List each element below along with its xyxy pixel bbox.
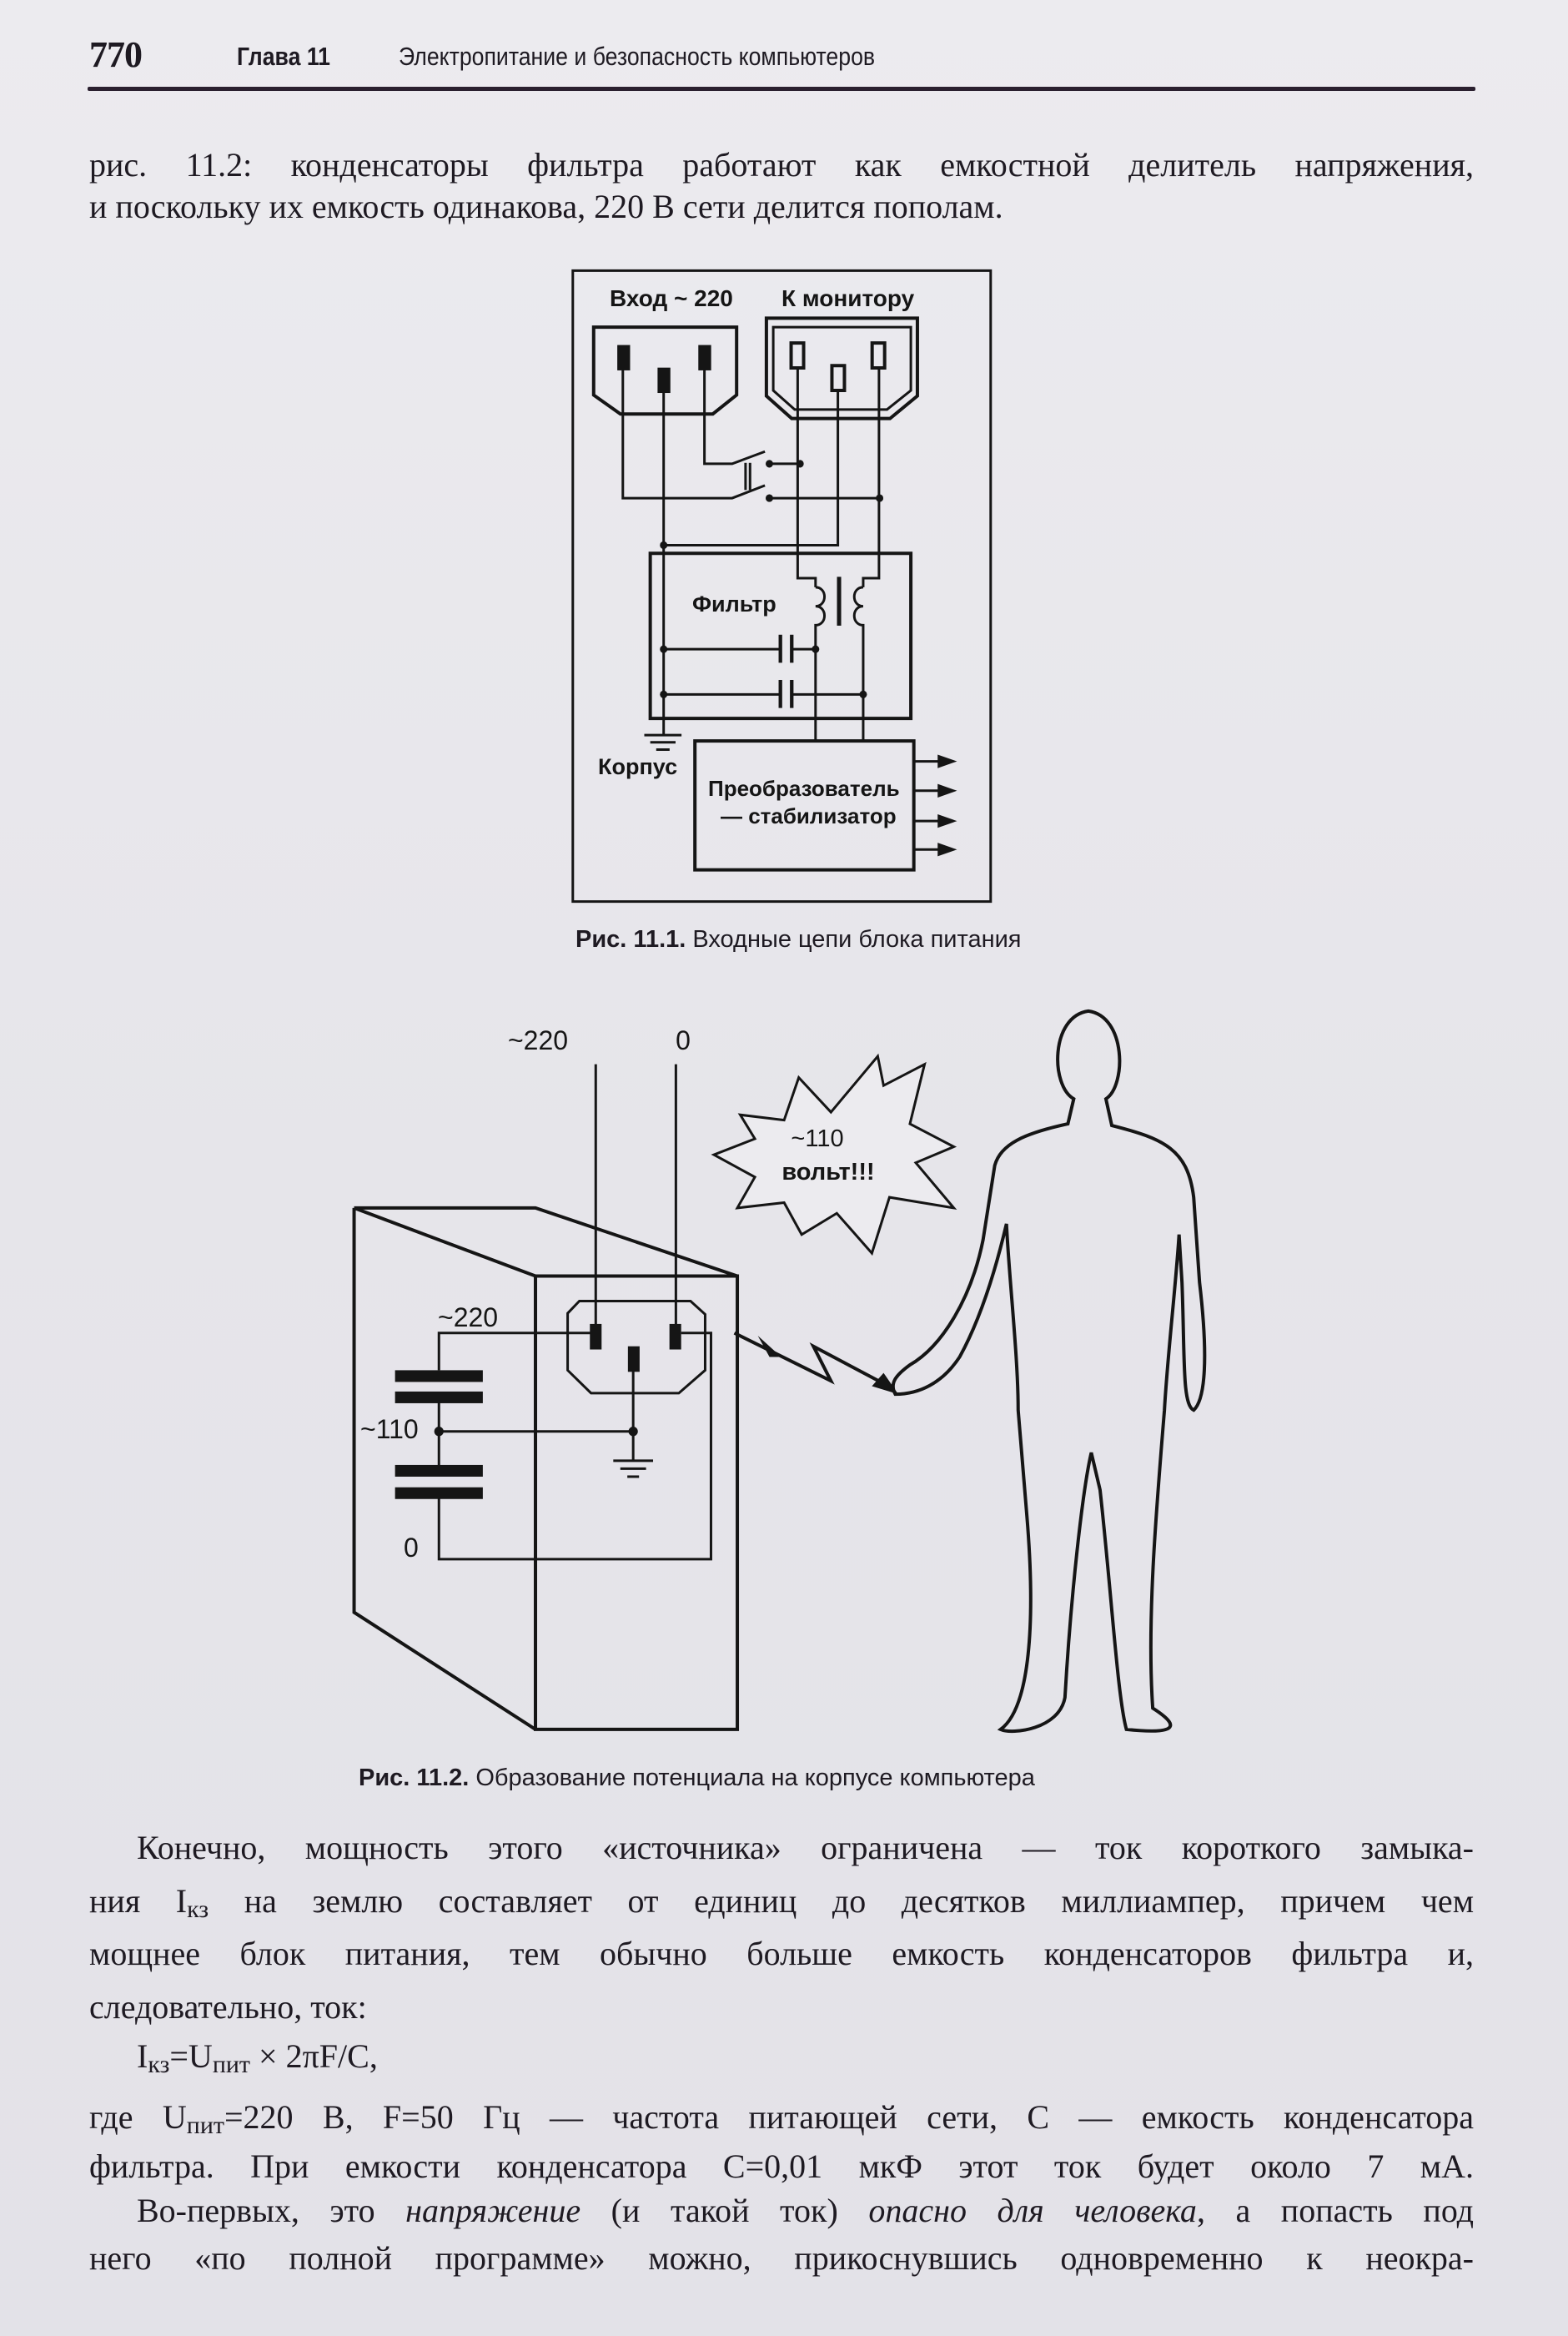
figure-11-2-caption: Рис. 11.2. Образование потенциала на кор…: [359, 1765, 1035, 1792]
label-converter-2: — стабилизатор: [721, 803, 897, 828]
caption-number: Рис. 11.2.: [359, 1765, 470, 1791]
capacitor-1: [778, 634, 782, 663]
text: ния Iкз на землю составляет от единиц до…: [89, 1882, 1475, 1923]
burst-volts: вольт!!!: [781, 1159, 874, 1186]
monitor-connector-outer: [766, 318, 917, 418]
lightning-icon: [735, 1333, 898, 1395]
formula: Iкз=Uпит × 2πF/C,: [137, 2036, 1474, 2083]
text-part: , а попасть под: [1196, 2192, 1475, 2229]
body-line-9: него «по полной программе» можно, прикос…: [89, 2239, 1474, 2277]
body-line-4: следовательно, ток:: [89, 1988, 367, 2026]
coil-right: [854, 587, 863, 741]
converter-block: [695, 741, 913, 869]
subscript: пит: [186, 2112, 224, 2139]
chapter-title: Электропитание и безопасность компьютеро…: [399, 42, 876, 71]
label-input-220: Вход ~ 220: [610, 285, 733, 311]
computer-case: [354, 1208, 737, 1729]
subscript: кз: [187, 1895, 209, 1923]
text-part: Во-первых, это: [137, 2192, 406, 2229]
italic-text: опасно для человека: [868, 2192, 1197, 2229]
body-line-3: мощнее блок питания, тем обычно больше е…: [89, 1935, 1474, 1972]
body-line-1: Конечно, мощность этого «источника» огра…: [137, 1829, 1474, 1866]
coil-core: [837, 576, 842, 626]
label-left-0: 0: [404, 1533, 419, 1563]
label-top-0: 0: [676, 1025, 691, 1055]
italic-text: напряжение: [405, 2192, 581, 2229]
label-filter: Фильтр: [692, 592, 776, 617]
coil-left: [816, 587, 825, 741]
figure-11-1-caption: Рис. 11.1. Входные цепи блока питания: [575, 926, 1022, 954]
input-connector: [594, 327, 736, 414]
text-part: на землю составляет от единиц до десятко…: [209, 1882, 1475, 1920]
subscript: кз: [148, 2051, 170, 2078]
text-part: =220 В, F=50 Гц — частота питающей сети,…: [224, 2098, 1475, 2136]
wires: [623, 368, 880, 750]
capacitors: [395, 1370, 638, 1499]
label-converter-1: Преобразователь: [708, 776, 900, 801]
starburst-icon: [714, 1056, 954, 1253]
text: Во-первых, это напряжение (и такой ток) …: [137, 2192, 1474, 2229]
text-part: × 2πF/C,: [250, 2037, 378, 2075]
filter-block: [651, 553, 911, 718]
header-rule: [88, 87, 1475, 91]
junction-dots: [660, 460, 884, 698]
human-silhouette-icon: [893, 1011, 1205, 1731]
label-top-220: ~220: [508, 1025, 568, 1055]
figure-11-1-diagram: Вход ~ 220 К монитору Фильтр Корпус Прео…: [0, 0, 1568, 1001]
caption-number: Рис. 11.1.: [575, 926, 686, 953]
intro-line-2: и поскольку их емкость одинакова, 220 В …: [89, 188, 1003, 225]
figure-11-2-diagram: ~220 0 ~110 вольт!!! ~220 ~110 0: [0, 0, 1568, 1835]
text: где Uпит=220 В, F=50 Гц — частота питающ…: [89, 2098, 1475, 2139]
output-arrows: [914, 754, 957, 857]
text-part: =U: [169, 2037, 213, 2075]
body-line-7: фильтра. При емкости конденсатора С=0,01…: [89, 2147, 1474, 2185]
capacitor-2: [778, 679, 782, 708]
figure-frame: [573, 270, 991, 901]
body-line-2: ния Iкз на землю составляет от единиц до…: [89, 1881, 1474, 1928]
text-part: где U: [89, 2098, 187, 2136]
text-part: ния I: [89, 1882, 188, 1920]
caption-text: Входные цепи блока питания: [686, 926, 1022, 953]
label-to-monitor: К монитору: [781, 285, 915, 311]
subscript: пит: [212, 2051, 251, 2078]
text-part: (и такой ток): [580, 2192, 869, 2229]
body-line-8: Во-первых, это напряжение (и такой ток) …: [137, 2191, 1474, 2238]
intro-line-1: рис. 11.2: конденсаторы фильтра работают…: [89, 146, 1474, 184]
chapter-label: Глава 11: [237, 42, 331, 71]
page-number: 770: [89, 34, 143, 75]
input-pins: [617, 345, 711, 394]
label-left-110: ~110: [360, 1414, 419, 1444]
monitor-connector-inner: [773, 327, 911, 410]
label-left-220: ~220: [438, 1302, 498, 1332]
label-case: Корпус: [598, 754, 677, 779]
body-line-6: где Uпит=220 В, F=50 Гц — частота питающ…: [89, 2097, 1474, 2144]
text-part: I: [137, 2037, 148, 2075]
burst-voltage: ~110: [791, 1125, 843, 1152]
ground-icon: [613, 1461, 653, 1477]
caption-text: Образование потенциала на корпусе компью…: [469, 1765, 1035, 1791]
